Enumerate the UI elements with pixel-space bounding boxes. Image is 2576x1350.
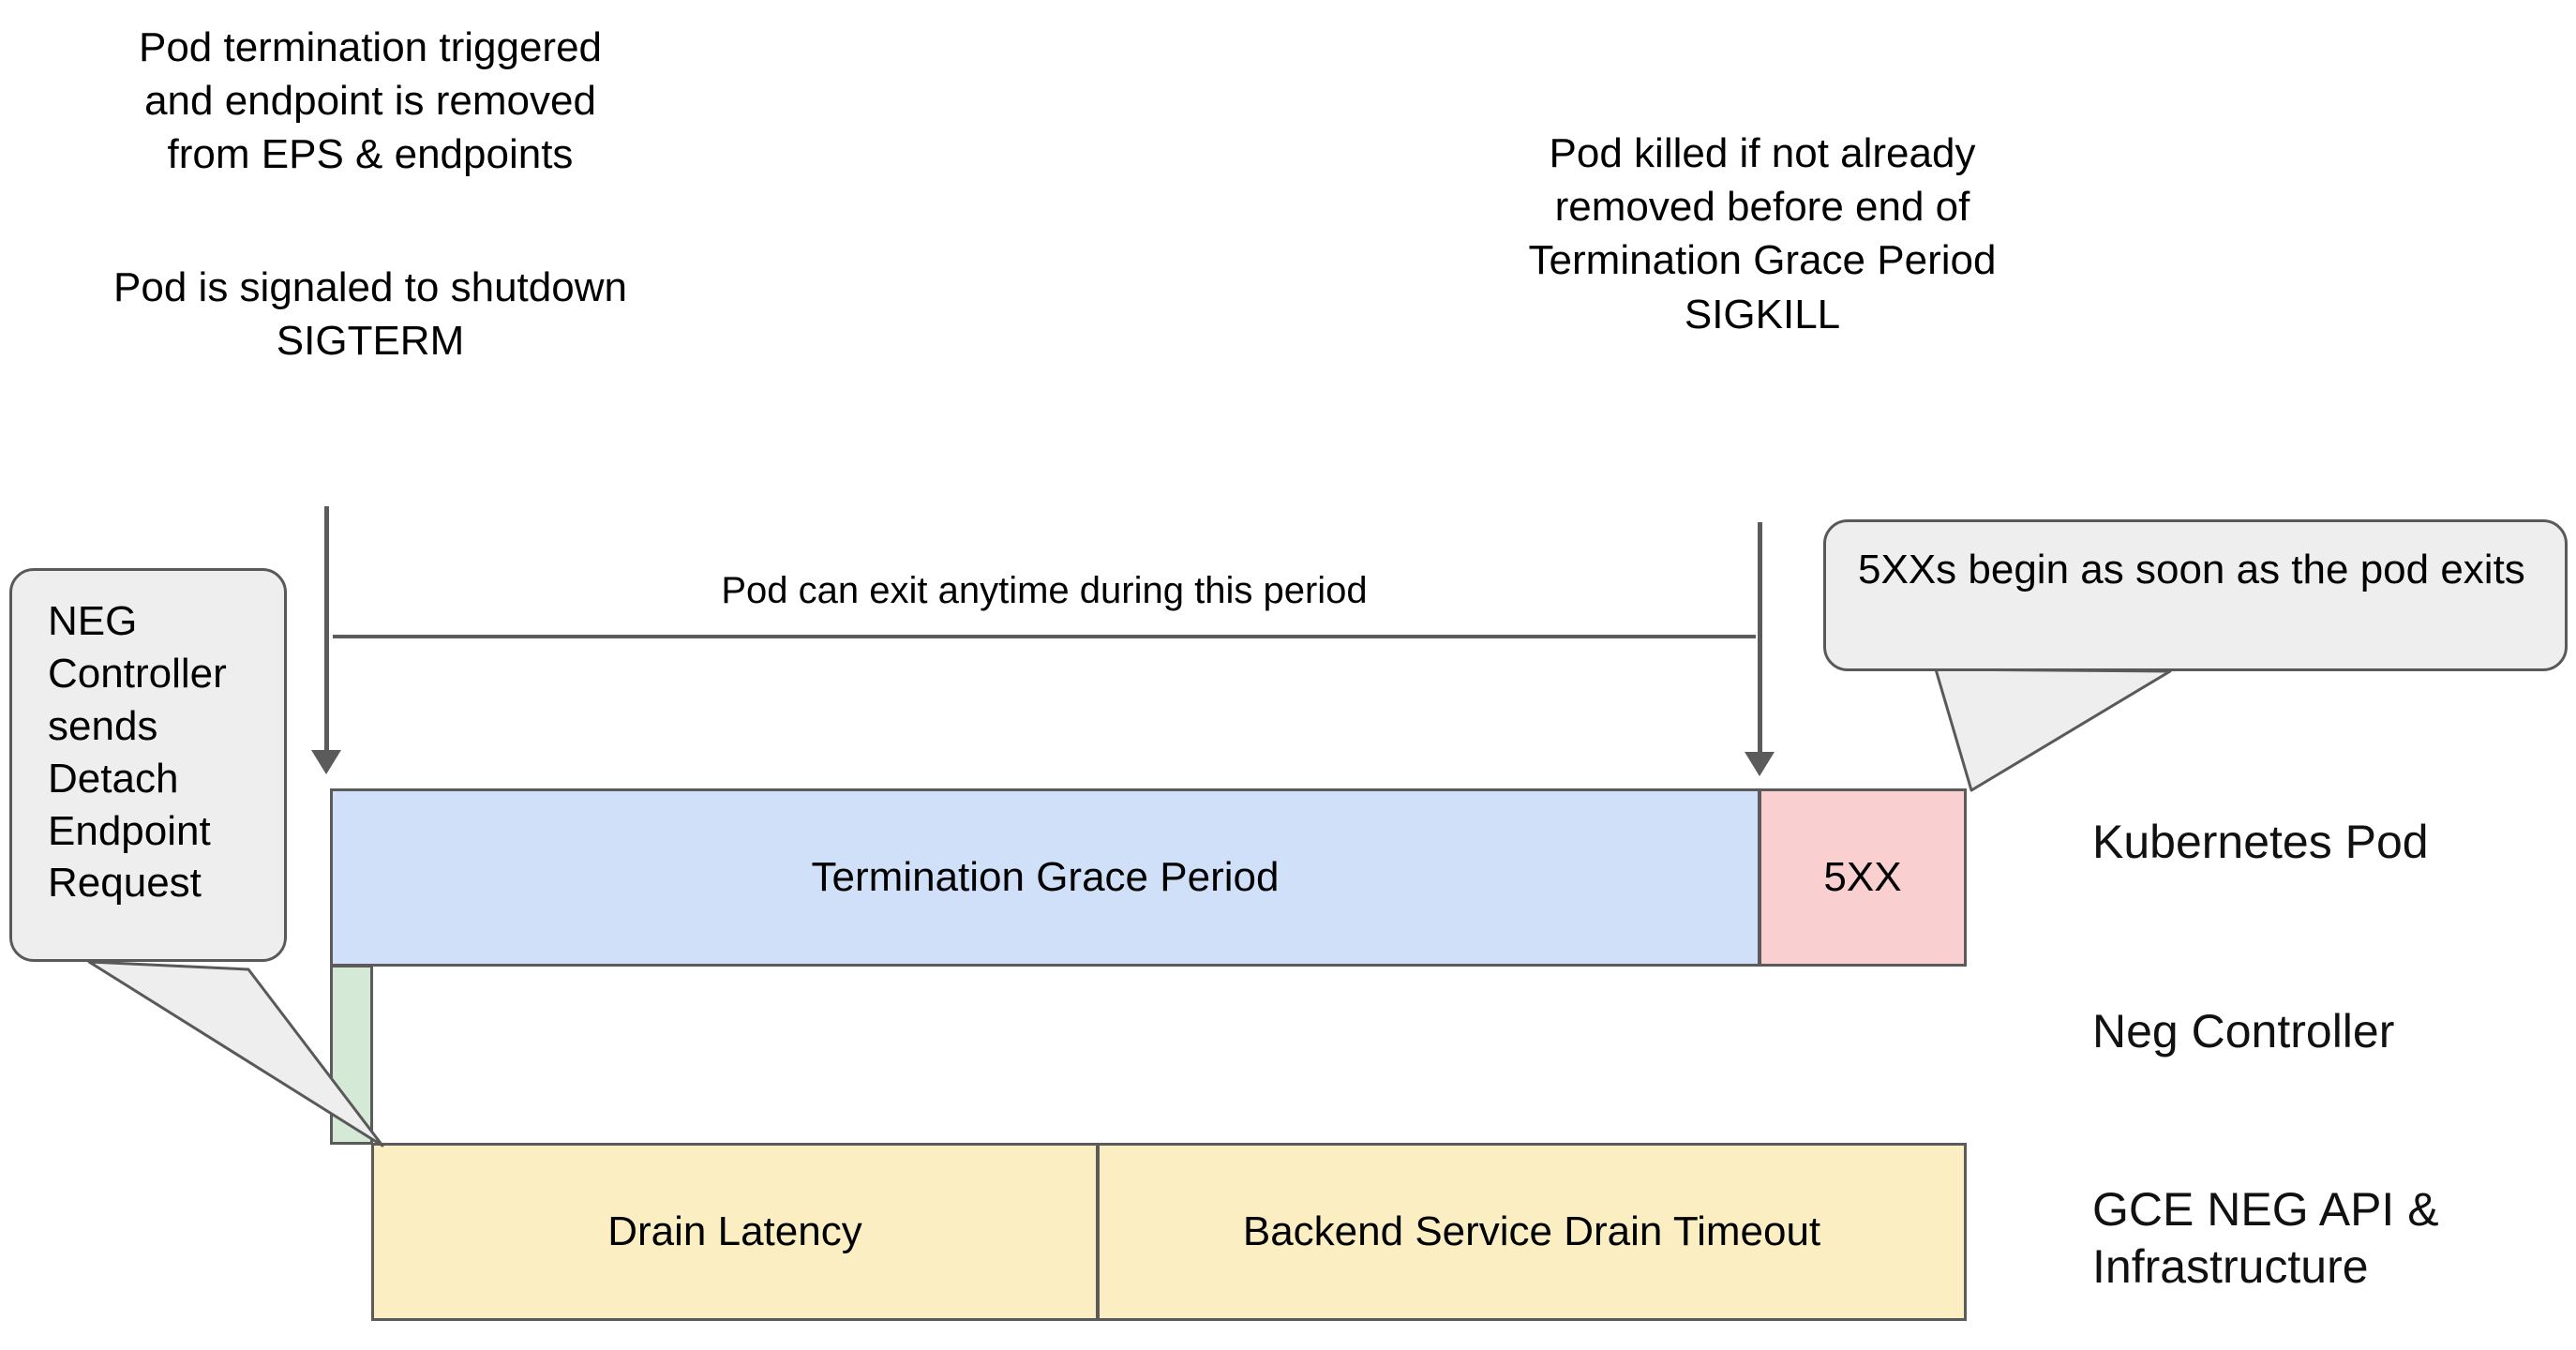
trigger-arrow-right-head-icon xyxy=(1745,752,1775,776)
bar-label-termination-grace-period: Termination Grace Period xyxy=(811,854,1280,900)
lane-label-kubernetes-pod: Kubernetes Pod xyxy=(2092,816,2429,868)
lane-label-neg-controller: Neg Controller xyxy=(2092,1005,2395,1058)
callout-neg-controller[interactable]: NEG Controller sends Detach Endpoint Req… xyxy=(9,568,287,962)
bar-drain-latency[interactable]: Drain Latency xyxy=(371,1143,1099,1321)
note-pod-signaled-shutdown: Pod is signaled to shutdown SIGTERM xyxy=(113,264,627,365)
bar-label-backend-service-drain-timeout: Backend Service Drain Timeout xyxy=(1242,1208,1821,1254)
callout-five-xx-text: 5XXs begin as soon as the pod exits xyxy=(1858,547,2525,592)
bar-five-xx[interactable]: 5XX xyxy=(1759,788,1967,967)
lane-label-gce-neg-api: GCE NEG API & Infrastructure xyxy=(2092,1183,2439,1293)
callout-tail-neg-controller xyxy=(87,960,384,1148)
callout-five-xx[interactable]: 5XXs begin as soon as the pod exits xyxy=(1823,519,2568,671)
callout-tail-five-xx xyxy=(1934,668,2172,792)
trigger-arrow-left-head-icon xyxy=(311,750,341,774)
note-pod-termination-triggered: Pod termination triggered and endpoint i… xyxy=(138,24,603,178)
span-label-pod-can-exit: Pod can exit anytime during this period xyxy=(721,570,1368,611)
callout-neg-controller-text: NEG Controller sends Detach Endpoint Req… xyxy=(48,598,227,907)
bar-backend-service-drain-timeout[interactable]: Backend Service Drain Timeout xyxy=(1097,1143,1967,1321)
bar-termination-grace-period[interactable]: Termination Grace Period xyxy=(330,788,1760,967)
trigger-arrow-right-line xyxy=(1758,522,1762,755)
trigger-arrow-left-line xyxy=(324,506,329,753)
bar-label-five-xx: 5XX xyxy=(1823,854,1902,900)
note-pod-killed-sigkill: Pod killed if not already removed before… xyxy=(1528,130,1997,338)
span-rule xyxy=(333,635,1756,638)
bar-label-drain-latency: Drain Latency xyxy=(607,1208,862,1254)
